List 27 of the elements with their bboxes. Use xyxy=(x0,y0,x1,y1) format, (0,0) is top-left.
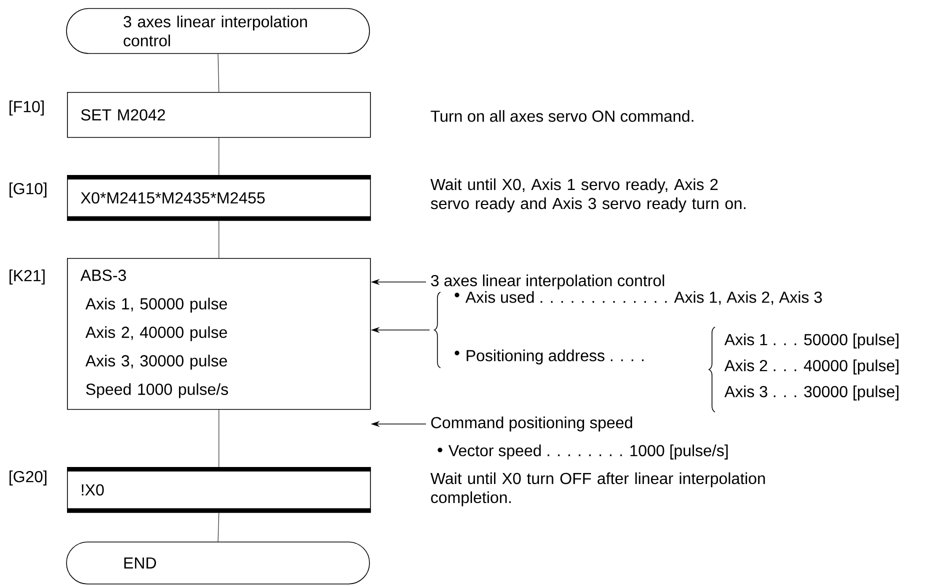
note-text: Turn on all axes servo ON command. xyxy=(430,110,694,122)
note-text: Axis used . . . . . . . . . . . . . Axis 1, Axis 2, Axis 3 xyxy=(465,291,822,305)
note-text: Vector speed . . . . . . . . 1000 [pulse/s] xyxy=(448,444,728,460)
note-text: Wait until X0, Axis 1 servo ready, Axis 2 servo ready and Axis 3 servo ready turn on. xyxy=(430,178,746,212)
start-terminal: 3 axes linear interpolation control xyxy=(66,8,370,54)
note-text: Axis 3 . . . 30000 [pulse] xyxy=(724,386,898,400)
process-box: SET M2042 xyxy=(67,92,371,138)
connector-line xyxy=(218,410,220,468)
note-text: Axis 1 . . . 50000 [pulse] xyxy=(724,334,898,348)
step-label: [G10] xyxy=(10,182,46,198)
note-text: Positioning address . . . . xyxy=(466,350,644,364)
note-text: Wait until X0 turn OFF after linear interpolation completion. xyxy=(430,472,765,506)
process-box: ABS-3 Axis 1, 50000 pulse Axis 2, 40000 pulse Axis 3, 30000 pulse Speed 1000 pulse/s xyxy=(67,258,371,410)
wait-box: X0*M2415*M2435*M2455 xyxy=(67,175,371,221)
note-text: Axis 2 . . . 40000 [pulse] xyxy=(724,360,898,374)
callout-text: Command positioning speed xyxy=(431,416,632,432)
callout-text: 3 axes linear interpolation control xyxy=(431,274,664,290)
connector-line xyxy=(218,220,220,258)
connector-line xyxy=(218,54,220,92)
step-label: [F10] xyxy=(10,100,44,116)
step-label: [K21] xyxy=(10,270,45,284)
step-label: [G20] xyxy=(10,470,46,486)
connector-line xyxy=(218,512,220,542)
brace xyxy=(434,292,441,368)
connector-line xyxy=(218,138,220,176)
end-terminal: END xyxy=(66,542,370,584)
wait-box: !X0 xyxy=(67,467,371,513)
